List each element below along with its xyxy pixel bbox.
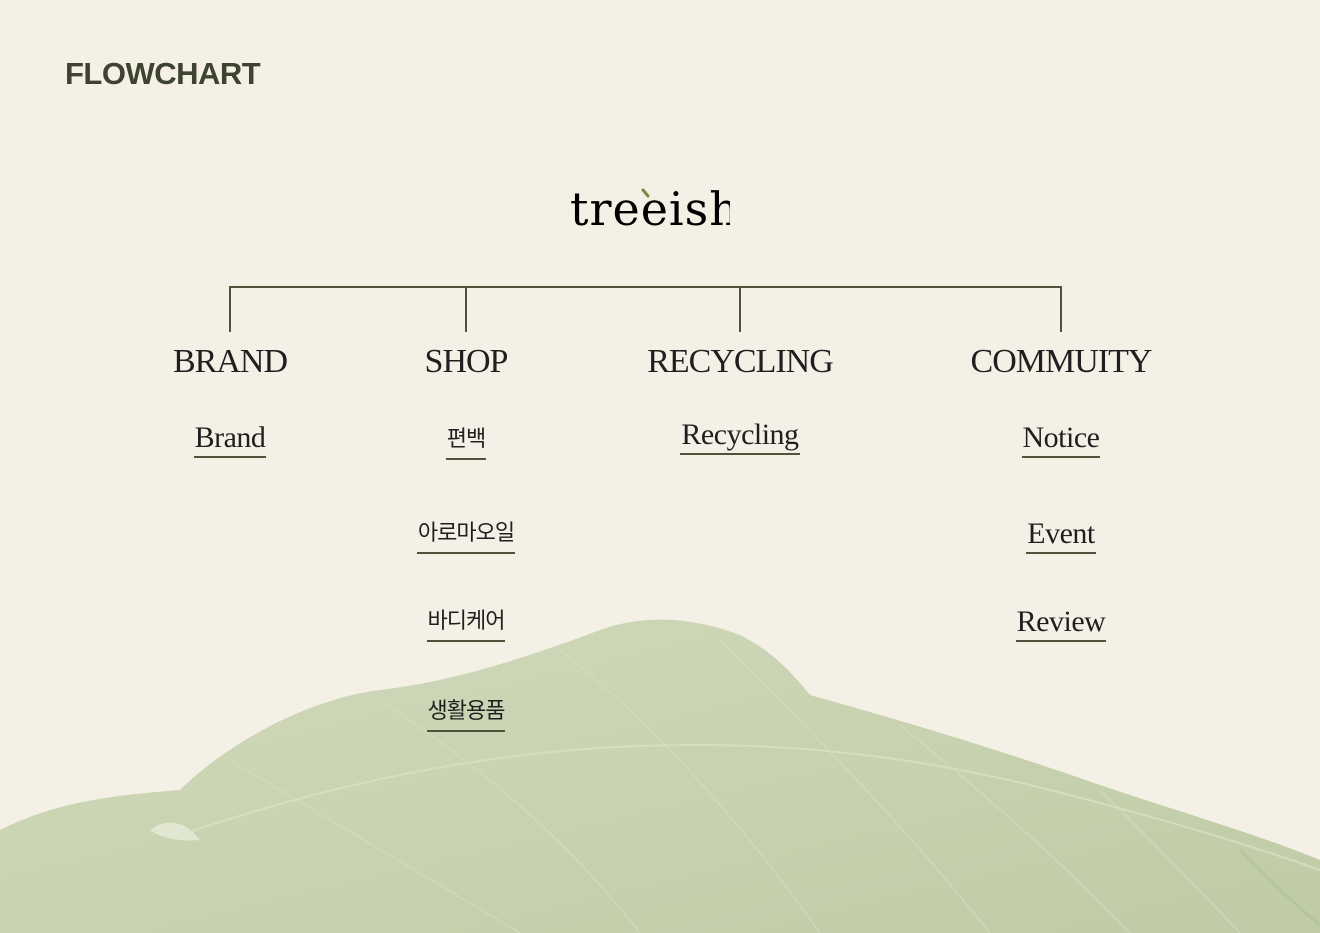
link-body-care[interactable]: 바디케어 <box>426 605 506 642</box>
category-brand[interactable]: BRAND <box>172 343 288 380</box>
logo-text: treeish <box>570 182 730 236</box>
link-household[interactable]: 생활용품 <box>426 695 506 732</box>
menu-item: Event <box>931 517 1191 554</box>
menu-item: 생활용품 <box>336 695 596 732</box>
menu-item: 편백 <box>336 423 596 460</box>
menu-item: 바디케어 <box>336 605 596 642</box>
category-recycling[interactable]: RECYCLING <box>647 343 834 380</box>
link-aroma-oil[interactable]: 아로마오일 <box>416 517 515 554</box>
page-title: FLOWCHART <box>65 56 261 91</box>
menu-item: Review <box>931 605 1191 642</box>
menu-item: 아로마오일 <box>336 517 596 554</box>
column-recycling: RECYCLING Recycling <box>610 340 870 455</box>
category-community[interactable]: COMMUITY <box>970 343 1153 380</box>
category-shop[interactable]: SHOP <box>424 343 509 380</box>
leaf-accent-icon <box>641 188 650 198</box>
link-recycling[interactable]: Recycling <box>680 418 800 455</box>
menu-item: Recycling <box>610 418 870 455</box>
treeish-logo[interactable]: treeish <box>570 176 730 236</box>
column-shop: SHOP 편백 아로마오일 바디케어 생활용품 <box>336 340 596 732</box>
link-notice[interactable]: Notice <box>1021 421 1101 458</box>
menu-item: Brand <box>100 421 360 458</box>
link-review[interactable]: Review <box>1015 605 1107 642</box>
link-cypress[interactable]: 편백 <box>445 423 486 460</box>
column-community: COMMUITY Notice Event Review <box>931 340 1191 642</box>
column-brand: BRAND Brand <box>100 340 360 458</box>
menu-item: Notice <box>931 421 1191 458</box>
link-brand[interactable]: Brand <box>193 421 267 458</box>
link-event[interactable]: Event <box>1026 517 1096 554</box>
